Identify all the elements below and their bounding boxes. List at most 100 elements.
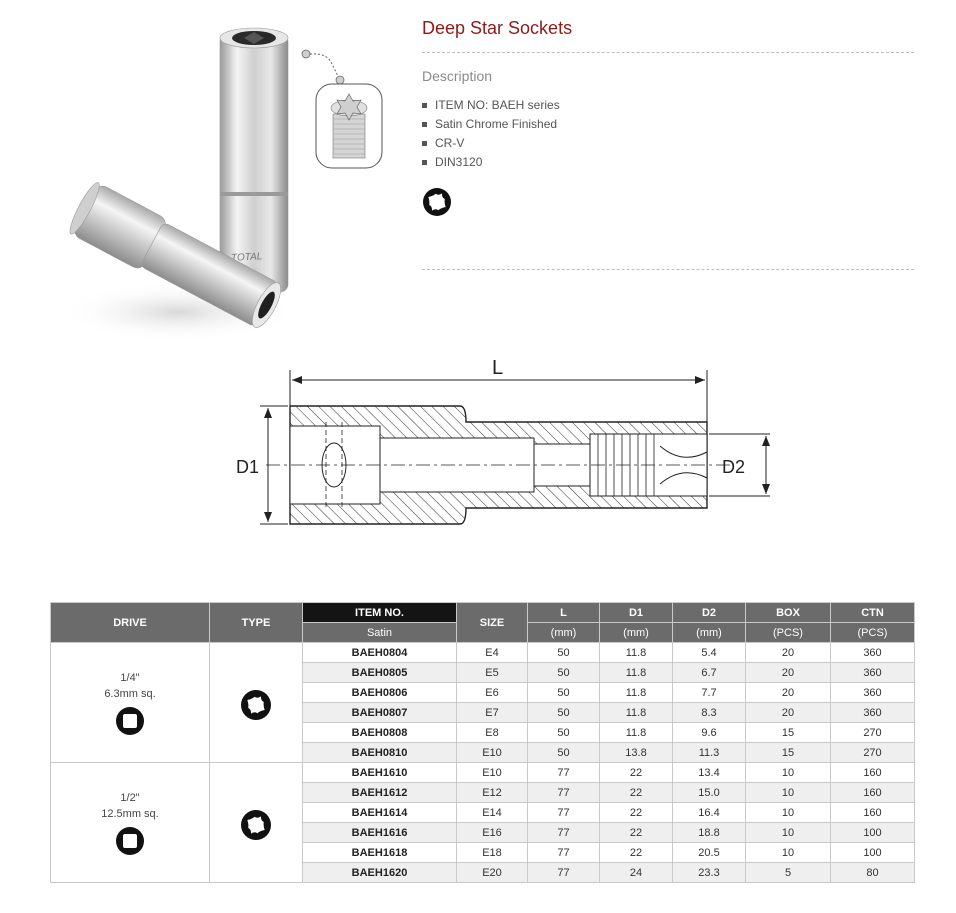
cell-size: E12	[456, 782, 528, 803]
cell-l: 77	[527, 822, 600, 843]
cell-d1: 22	[599, 822, 673, 843]
cell-item: BAEH0804	[302, 642, 457, 663]
cell-ctn: 160	[830, 802, 915, 823]
cell-item: BAEH0810	[302, 742, 457, 763]
cell-l: 50	[527, 702, 600, 723]
cell-size: E8	[456, 722, 528, 743]
cell-item: BAEH1618	[302, 842, 457, 863]
cell-ctn: 100	[830, 842, 915, 863]
col-size: SIZE	[456, 602, 528, 643]
cell-ctn: 270	[830, 742, 915, 763]
unit-d1: (mm)	[599, 622, 673, 643]
length-label: L	[492, 357, 503, 379]
cell-d2: 18.8	[672, 822, 746, 843]
unit-ctn: (PCS)	[830, 622, 915, 643]
cell-d1: 22	[599, 782, 673, 803]
cell-size: E7	[456, 702, 528, 723]
cell-l: 77	[527, 862, 600, 883]
cell-box: 20	[745, 642, 831, 663]
cell-d2: 7.7	[672, 682, 746, 703]
cell-size: E4	[456, 642, 528, 663]
cell-d1: 11.8	[599, 682, 673, 703]
drive-size: 1/4"	[120, 671, 140, 684]
cell-l: 50	[527, 722, 600, 743]
unit-d2: (mm)	[672, 622, 746, 643]
cell-d1: 22	[599, 802, 673, 823]
brand-mark: TOTAL	[231, 251, 263, 264]
col-d2: D2	[672, 602, 746, 623]
cell-ctn: 80	[830, 862, 915, 883]
drive-cell: 1/2"12.5mm sq.	[50, 762, 210, 883]
product-photo: TOTAL	[58, 27, 383, 342]
cell-box: 5	[745, 862, 831, 883]
cell-d2: 5.4	[672, 642, 746, 663]
d1-label: D1	[236, 457, 259, 477]
cell-d2: 15.0	[672, 782, 746, 803]
cell-box: 10	[745, 842, 831, 863]
cell-box: 20	[745, 702, 831, 723]
col-box: BOX	[745, 602, 831, 623]
square-drive-icon	[116, 706, 144, 735]
cell-size: E18	[456, 842, 528, 863]
cell-size: E10	[456, 762, 528, 783]
cell-d1: 11.8	[599, 702, 673, 723]
description-heading: Description	[422, 68, 493, 84]
col-item-no: ITEM NO.	[302, 602, 457, 623]
cell-box: 20	[745, 682, 831, 703]
cell-item: BAEH0806	[302, 682, 457, 703]
product-title: Deep Star Sockets	[422, 18, 573, 38]
drive-cell: 1/4" 6.3mm sq.	[50, 642, 210, 763]
col-drive: DRIVE	[50, 602, 210, 643]
drive-square-size: 6.3mm sq.	[104, 687, 156, 700]
cell-item: BAEH1614	[302, 802, 457, 823]
cell-item: BAEH1616	[302, 822, 457, 843]
cell-ctn: 360	[830, 642, 915, 663]
cell-item: BAEH0807	[302, 702, 457, 723]
cell-ctn: 360	[830, 662, 915, 683]
cell-item: BAEH1610	[302, 762, 457, 783]
cell-l: 50	[527, 742, 600, 763]
cell-size: E5	[456, 662, 528, 683]
cell-d1: 11.8	[599, 662, 673, 683]
cell-d2: 8.3	[672, 702, 746, 723]
drive-square-size: 12.5mm sq.	[101, 807, 159, 820]
cell-d2: 11.3	[672, 742, 746, 763]
cell-d1: 11.8	[599, 642, 673, 663]
divider	[422, 269, 914, 270]
table-header-row: DRIVE TYPE ITEM NO. SIZE L D1 D2 BOX CTN	[50, 602, 915, 643]
cell-size: E14	[456, 802, 528, 823]
cell-l: 50	[527, 662, 600, 683]
cell-d2: 23.3	[672, 862, 746, 883]
cell-ctn: 270	[830, 722, 915, 743]
cell-item: BAEH1620	[302, 862, 457, 883]
unit-box: (PCS)	[745, 622, 831, 643]
col-type: TYPE	[209, 602, 303, 643]
cell-size: E20	[456, 862, 528, 883]
cell-item: BAEH1612	[302, 782, 457, 803]
cell-l: 50	[527, 642, 600, 663]
cell-size: E10	[456, 742, 528, 763]
cell-ctn: 100	[830, 822, 915, 843]
cell-l: 77	[527, 842, 600, 863]
cell-d2: 20.5	[672, 842, 746, 863]
torx-star-icon	[241, 689, 271, 720]
table-subheader-row: Satin (mm) (mm) (mm) (PCS) (PCS)	[51, 622, 915, 643]
cell-size: E16	[456, 822, 528, 843]
cell-box: 20	[745, 662, 831, 683]
cell-d2: 6.7	[672, 662, 746, 683]
col-d1: D1	[599, 602, 673, 623]
cell-box: 10	[745, 802, 831, 823]
cell-item: BAEH0805	[302, 662, 457, 683]
cell-ctn: 360	[830, 702, 915, 723]
cell-d2: 16.4	[672, 802, 746, 823]
cell-d2: 13.4	[672, 762, 746, 783]
torx-star-icon	[241, 809, 271, 840]
cell-l: 77	[527, 782, 600, 803]
lying-socket	[69, 182, 281, 328]
